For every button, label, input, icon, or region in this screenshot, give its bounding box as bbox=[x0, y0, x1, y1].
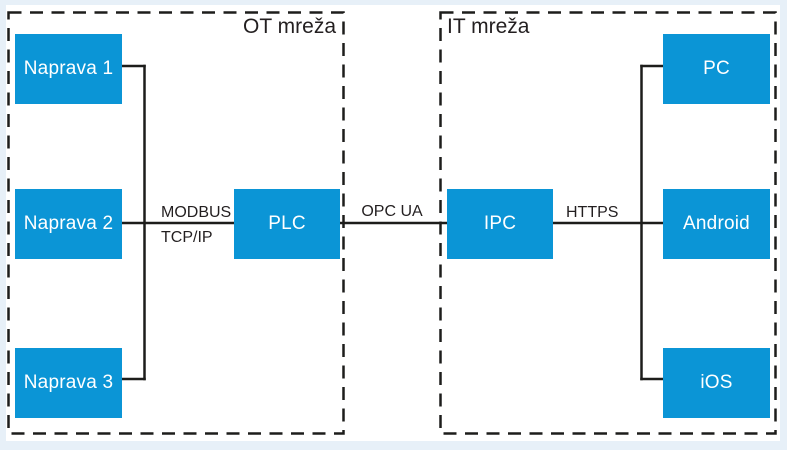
node-ios-label: iOS bbox=[700, 372, 733, 393]
node-android-label: Android bbox=[683, 213, 750, 234]
node-naprava-1: Naprava 1 bbox=[15, 34, 122, 104]
node-pc-label: PC bbox=[703, 58, 730, 79]
ot-zone-title: OT mreža bbox=[243, 15, 336, 38]
node-naprava-2-label: Naprava 2 bbox=[23, 213, 114, 234]
it-zone-title: IT mreža bbox=[447, 15, 530, 38]
node-ipc-label: IPC bbox=[483, 213, 517, 234]
node-ipc: IPC bbox=[447, 189, 553, 259]
node-android: Android bbox=[663, 189, 770, 259]
node-naprava-3: Naprava 3 bbox=[15, 348, 122, 418]
node-naprava-1-label: Naprava 1 bbox=[23, 58, 114, 79]
node-ios: iOS bbox=[663, 348, 770, 418]
node-naprava-2: Naprava 2 bbox=[15, 189, 122, 259]
link-label-modbus: MODBUS bbox=[161, 204, 232, 221]
node-pc: PC bbox=[663, 34, 770, 104]
node-naprava-3-label: Naprava 3 bbox=[23, 372, 114, 393]
link-label-opc-ua: OPC UA bbox=[361, 203, 423, 220]
node-plc: PLC bbox=[234, 189, 340, 259]
link-label-https: HTTPS bbox=[566, 204, 619, 221]
link-label-tcpip: TCP/IP bbox=[161, 229, 213, 246]
node-plc-label: PLC bbox=[268, 213, 306, 234]
